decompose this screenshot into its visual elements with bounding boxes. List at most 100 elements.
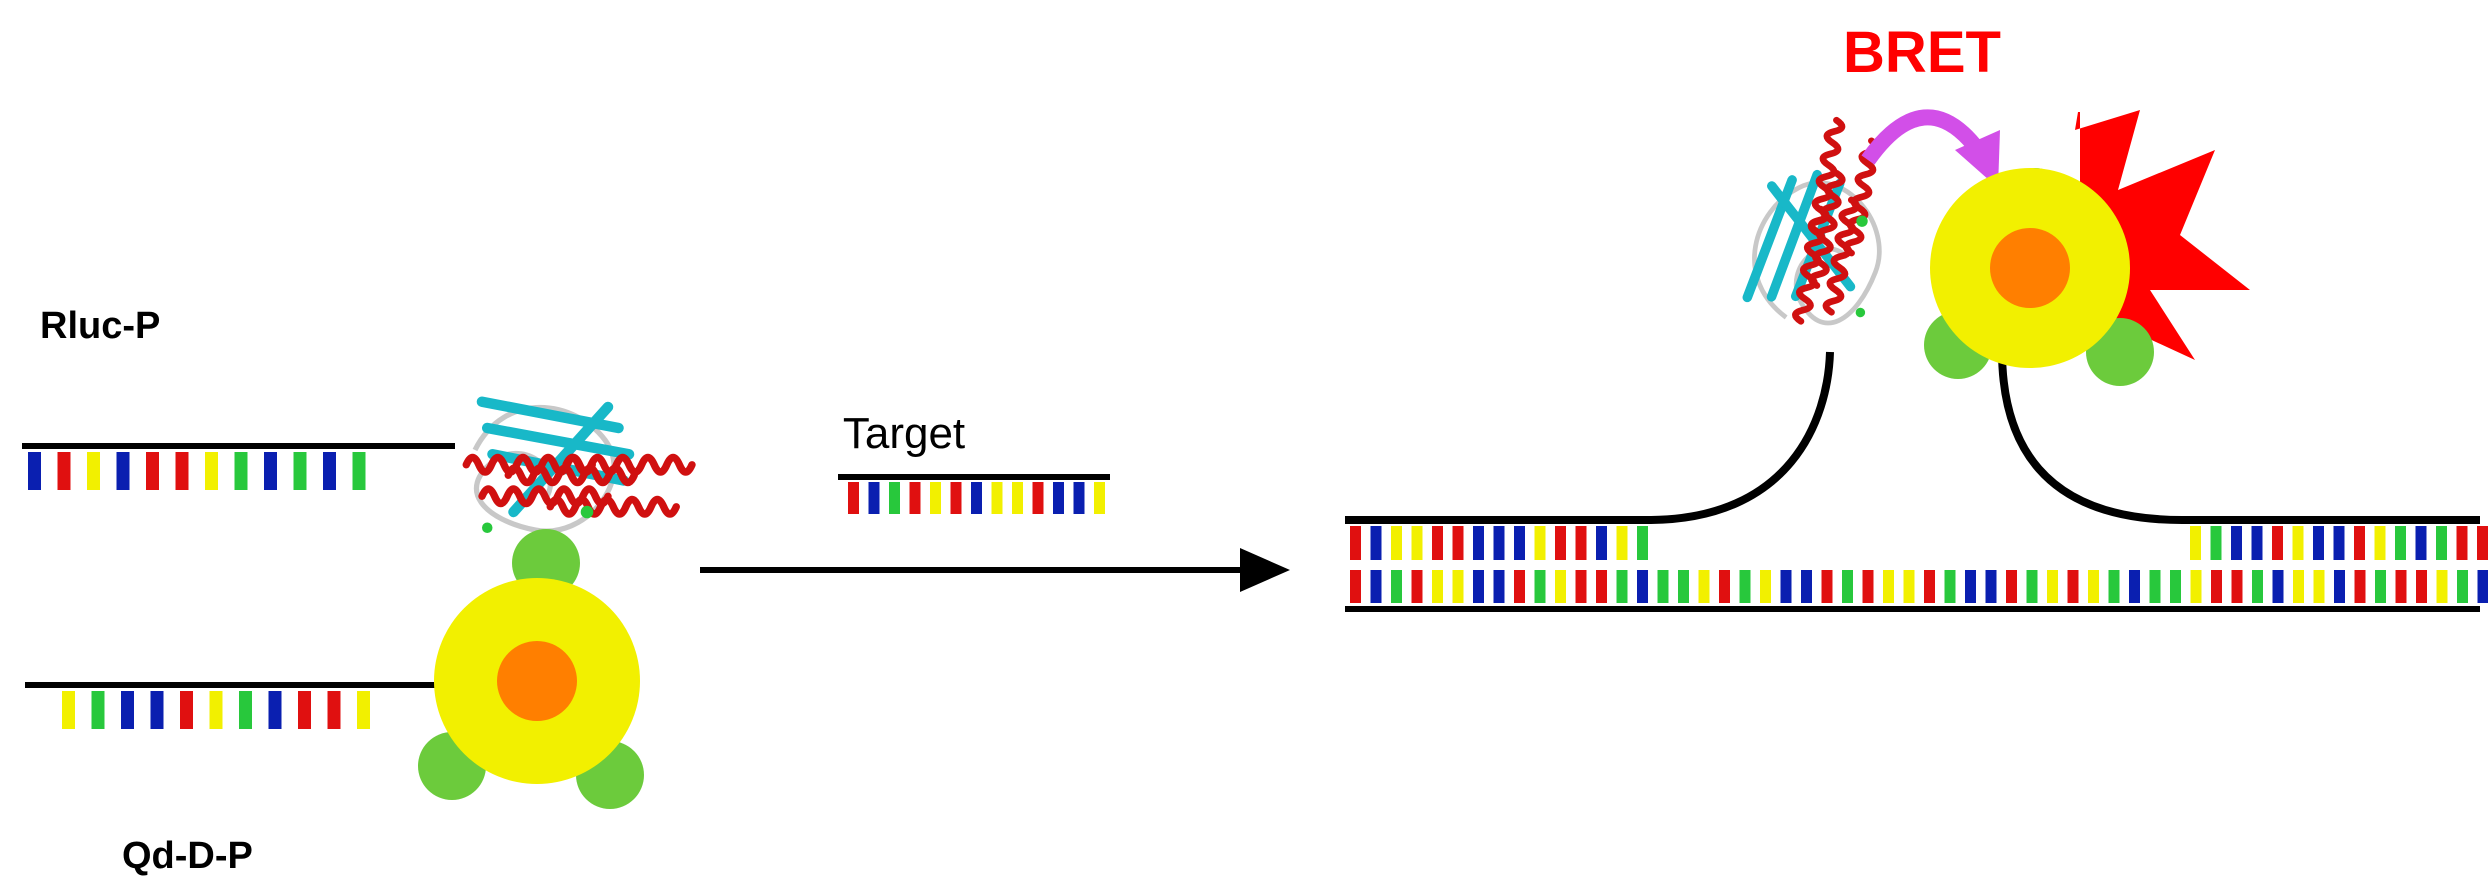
bret-arrow-icon <box>1861 109 2000 188</box>
dna-base <box>909 482 921 514</box>
dna-base <box>2251 526 2263 560</box>
dna-base <box>1944 570 1956 603</box>
dna-base <box>2272 570 2284 603</box>
dna-base <box>2190 526 2201 560</box>
dna-base <box>2231 570 2243 603</box>
dna-base <box>991 482 1003 514</box>
dna-base <box>889 482 900 514</box>
dna-base <box>234 452 248 490</box>
complex-left-arm <box>1345 351 1834 524</box>
dna-base <box>1032 482 1044 514</box>
dna-base <box>2047 570 2058 603</box>
dna-base <box>950 482 962 514</box>
dna-base <box>1534 570 1546 603</box>
dna-base <box>2108 570 2120 603</box>
dna-base <box>1616 526 1628 560</box>
luciferase-bound-icon <box>1742 116 1882 326</box>
dna-base <box>180 691 193 729</box>
dna-base <box>1493 570 1505 603</box>
dna-base <box>146 452 159 490</box>
dna-base <box>121 691 134 729</box>
dna-base <box>2026 570 2038 603</box>
dna-base <box>57 452 71 490</box>
dna-base <box>1924 570 1935 603</box>
dna-base <box>2170 570 2181 603</box>
dna-base <box>2231 526 2242 560</box>
dna-base <box>2190 570 2202 603</box>
dna-base <box>1452 526 1464 560</box>
dna-base <box>1698 570 1710 603</box>
dna-base <box>264 452 277 490</box>
dna-base <box>1596 526 1607 560</box>
dna-base <box>1452 570 1464 603</box>
dna-base <box>327 691 341 729</box>
qd-probe-bases <box>62 691 370 729</box>
dna-base <box>1473 570 1484 603</box>
dna-base <box>2375 570 2386 603</box>
dna-base <box>2457 570 2468 603</box>
dna-base <box>2293 570 2304 603</box>
dna-base <box>2395 526 2406 560</box>
dna-base <box>1637 570 1648 603</box>
dna-base <box>2313 526 2324 560</box>
dna-base <box>1637 526 1648 560</box>
dna-base <box>2292 526 2304 560</box>
bret-label: BRET <box>1843 20 2001 85</box>
dna-base <box>1719 570 1730 603</box>
complex-target-bases <box>1350 570 2488 603</box>
qd-core <box>497 641 577 721</box>
dna-base <box>2149 570 2161 603</box>
dna-base <box>175 452 189 490</box>
dna-base <box>2067 570 2079 603</box>
dna-base <box>1985 570 1997 603</box>
dna-base <box>1821 570 1833 603</box>
complex-probe-bases-right <box>2190 526 2488 560</box>
dna-base <box>2211 570 2222 603</box>
dna-base <box>2456 526 2468 560</box>
dna-base <box>1616 570 1628 603</box>
dna-base <box>1493 526 1505 560</box>
dna-base <box>2374 526 2386 560</box>
dna-base <box>2395 570 2407 603</box>
dna-base <box>1780 570 1792 603</box>
dna-base <box>209 691 223 729</box>
dna-base <box>1370 526 1382 560</box>
dna-base <box>1739 570 1751 603</box>
dna-base <box>1903 570 1915 603</box>
dna-base <box>28 452 41 490</box>
dna-base <box>1555 570 1566 603</box>
dna-base <box>1596 570 1607 603</box>
dna-base <box>1370 570 1382 603</box>
dna-base <box>1432 526 1443 560</box>
dna-base <box>1555 526 1566 560</box>
dna-base <box>62 691 75 729</box>
dna-base <box>2477 526 2488 560</box>
dna-base <box>1073 482 1085 514</box>
quantum-dot-icon <box>418 529 644 809</box>
dna-base <box>2006 570 2017 603</box>
dna-base <box>293 452 307 490</box>
dna-base <box>1657 570 1669 603</box>
dna-base <box>1411 570 1423 603</box>
dna-base <box>1760 570 1771 603</box>
dna-base <box>1575 570 1587 603</box>
complex-probe-bases-left <box>1350 526 1648 560</box>
target-bases <box>848 482 1105 514</box>
target-label: Target <box>843 409 965 458</box>
dna-base <box>1575 526 1587 560</box>
dna-base <box>352 452 366 490</box>
dna-base <box>116 452 130 490</box>
dna-base <box>1842 570 1853 603</box>
dna-base <box>268 691 282 729</box>
dna-base <box>2436 570 2448 603</box>
dna-base <box>2129 570 2140 603</box>
dna-base <box>2354 526 2365 560</box>
complex-right-arm <box>1998 349 2480 524</box>
dna-base <box>1514 570 1525 603</box>
dna-base <box>1411 526 1423 560</box>
dna-base <box>2436 526 2447 560</box>
dna-base <box>848 482 859 514</box>
dna-base <box>1801 570 1812 603</box>
dna-base <box>868 482 880 514</box>
dna-base <box>2313 570 2325 603</box>
